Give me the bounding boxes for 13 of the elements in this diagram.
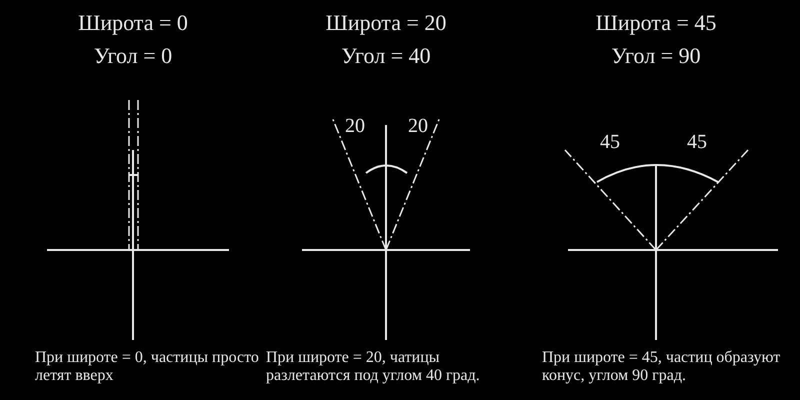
heading: Широта = 45 xyxy=(596,10,716,36)
heading: Угол = 90 xyxy=(611,43,701,68)
angle-label: 20 xyxy=(408,115,428,138)
caption-text: При широте = 45, частиц образуют конус, углом 90 град. xyxy=(542,349,782,386)
angle-label: 45 xyxy=(600,131,620,154)
caption-text: При широте = 0, частицы просто летят вверх xyxy=(35,349,260,386)
heading: Широта = 20 xyxy=(326,10,446,36)
heading: Угол = 0 xyxy=(94,43,172,68)
angle-label: 45 xyxy=(687,131,707,154)
heading: Угол = 40 xyxy=(341,43,431,68)
caption-text: При широте = 20, чатицы разлетаются под углом 40 град. xyxy=(266,349,481,386)
angle-label: 20 xyxy=(345,115,365,138)
heading: Широта = 0 xyxy=(78,10,188,36)
